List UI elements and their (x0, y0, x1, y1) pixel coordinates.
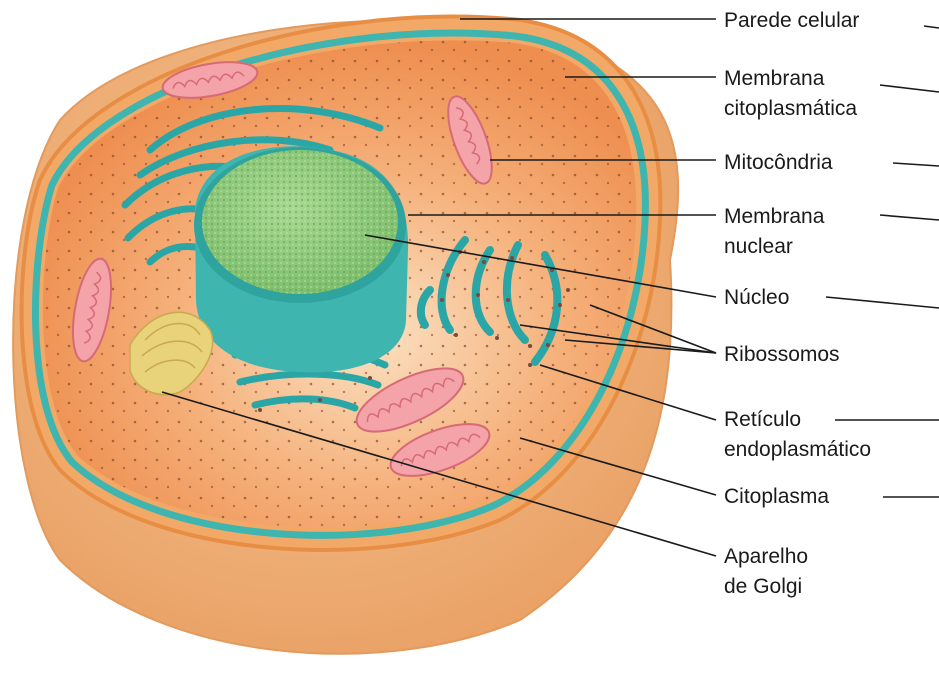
label-golgi-line2: de Golgi (724, 572, 802, 602)
tail-mitochondria (893, 163, 939, 166)
tail-plasma-membrane (880, 85, 939, 92)
label-nuclear-membrane-line2: nuclear (724, 232, 793, 262)
label-plasma-membrane-line1: Membrana (724, 64, 824, 94)
label-mitochondria: Mitocôndria (724, 148, 833, 178)
label-nucleus: Núcleo (724, 283, 789, 313)
label-golgi-line1: Aparelho (724, 542, 808, 572)
nucleus (194, 146, 408, 372)
tail-nuclear-membrane (880, 215, 939, 220)
tail-cell-wall (924, 26, 939, 28)
label-nuclear-membrane-line1: Membrana (724, 202, 824, 232)
label-plasma-membrane-line2: citoplasmática (724, 94, 857, 124)
tail-nucleus (826, 297, 939, 308)
label-ribosomes: Ribossomos (724, 340, 840, 370)
label-er-line2: endoplasmático (724, 435, 871, 465)
label-cell-wall: Parede celular (724, 6, 859, 36)
label-cytoplasm: Citoplasma (724, 482, 829, 512)
label-er-line1: Retículo (724, 405, 801, 435)
